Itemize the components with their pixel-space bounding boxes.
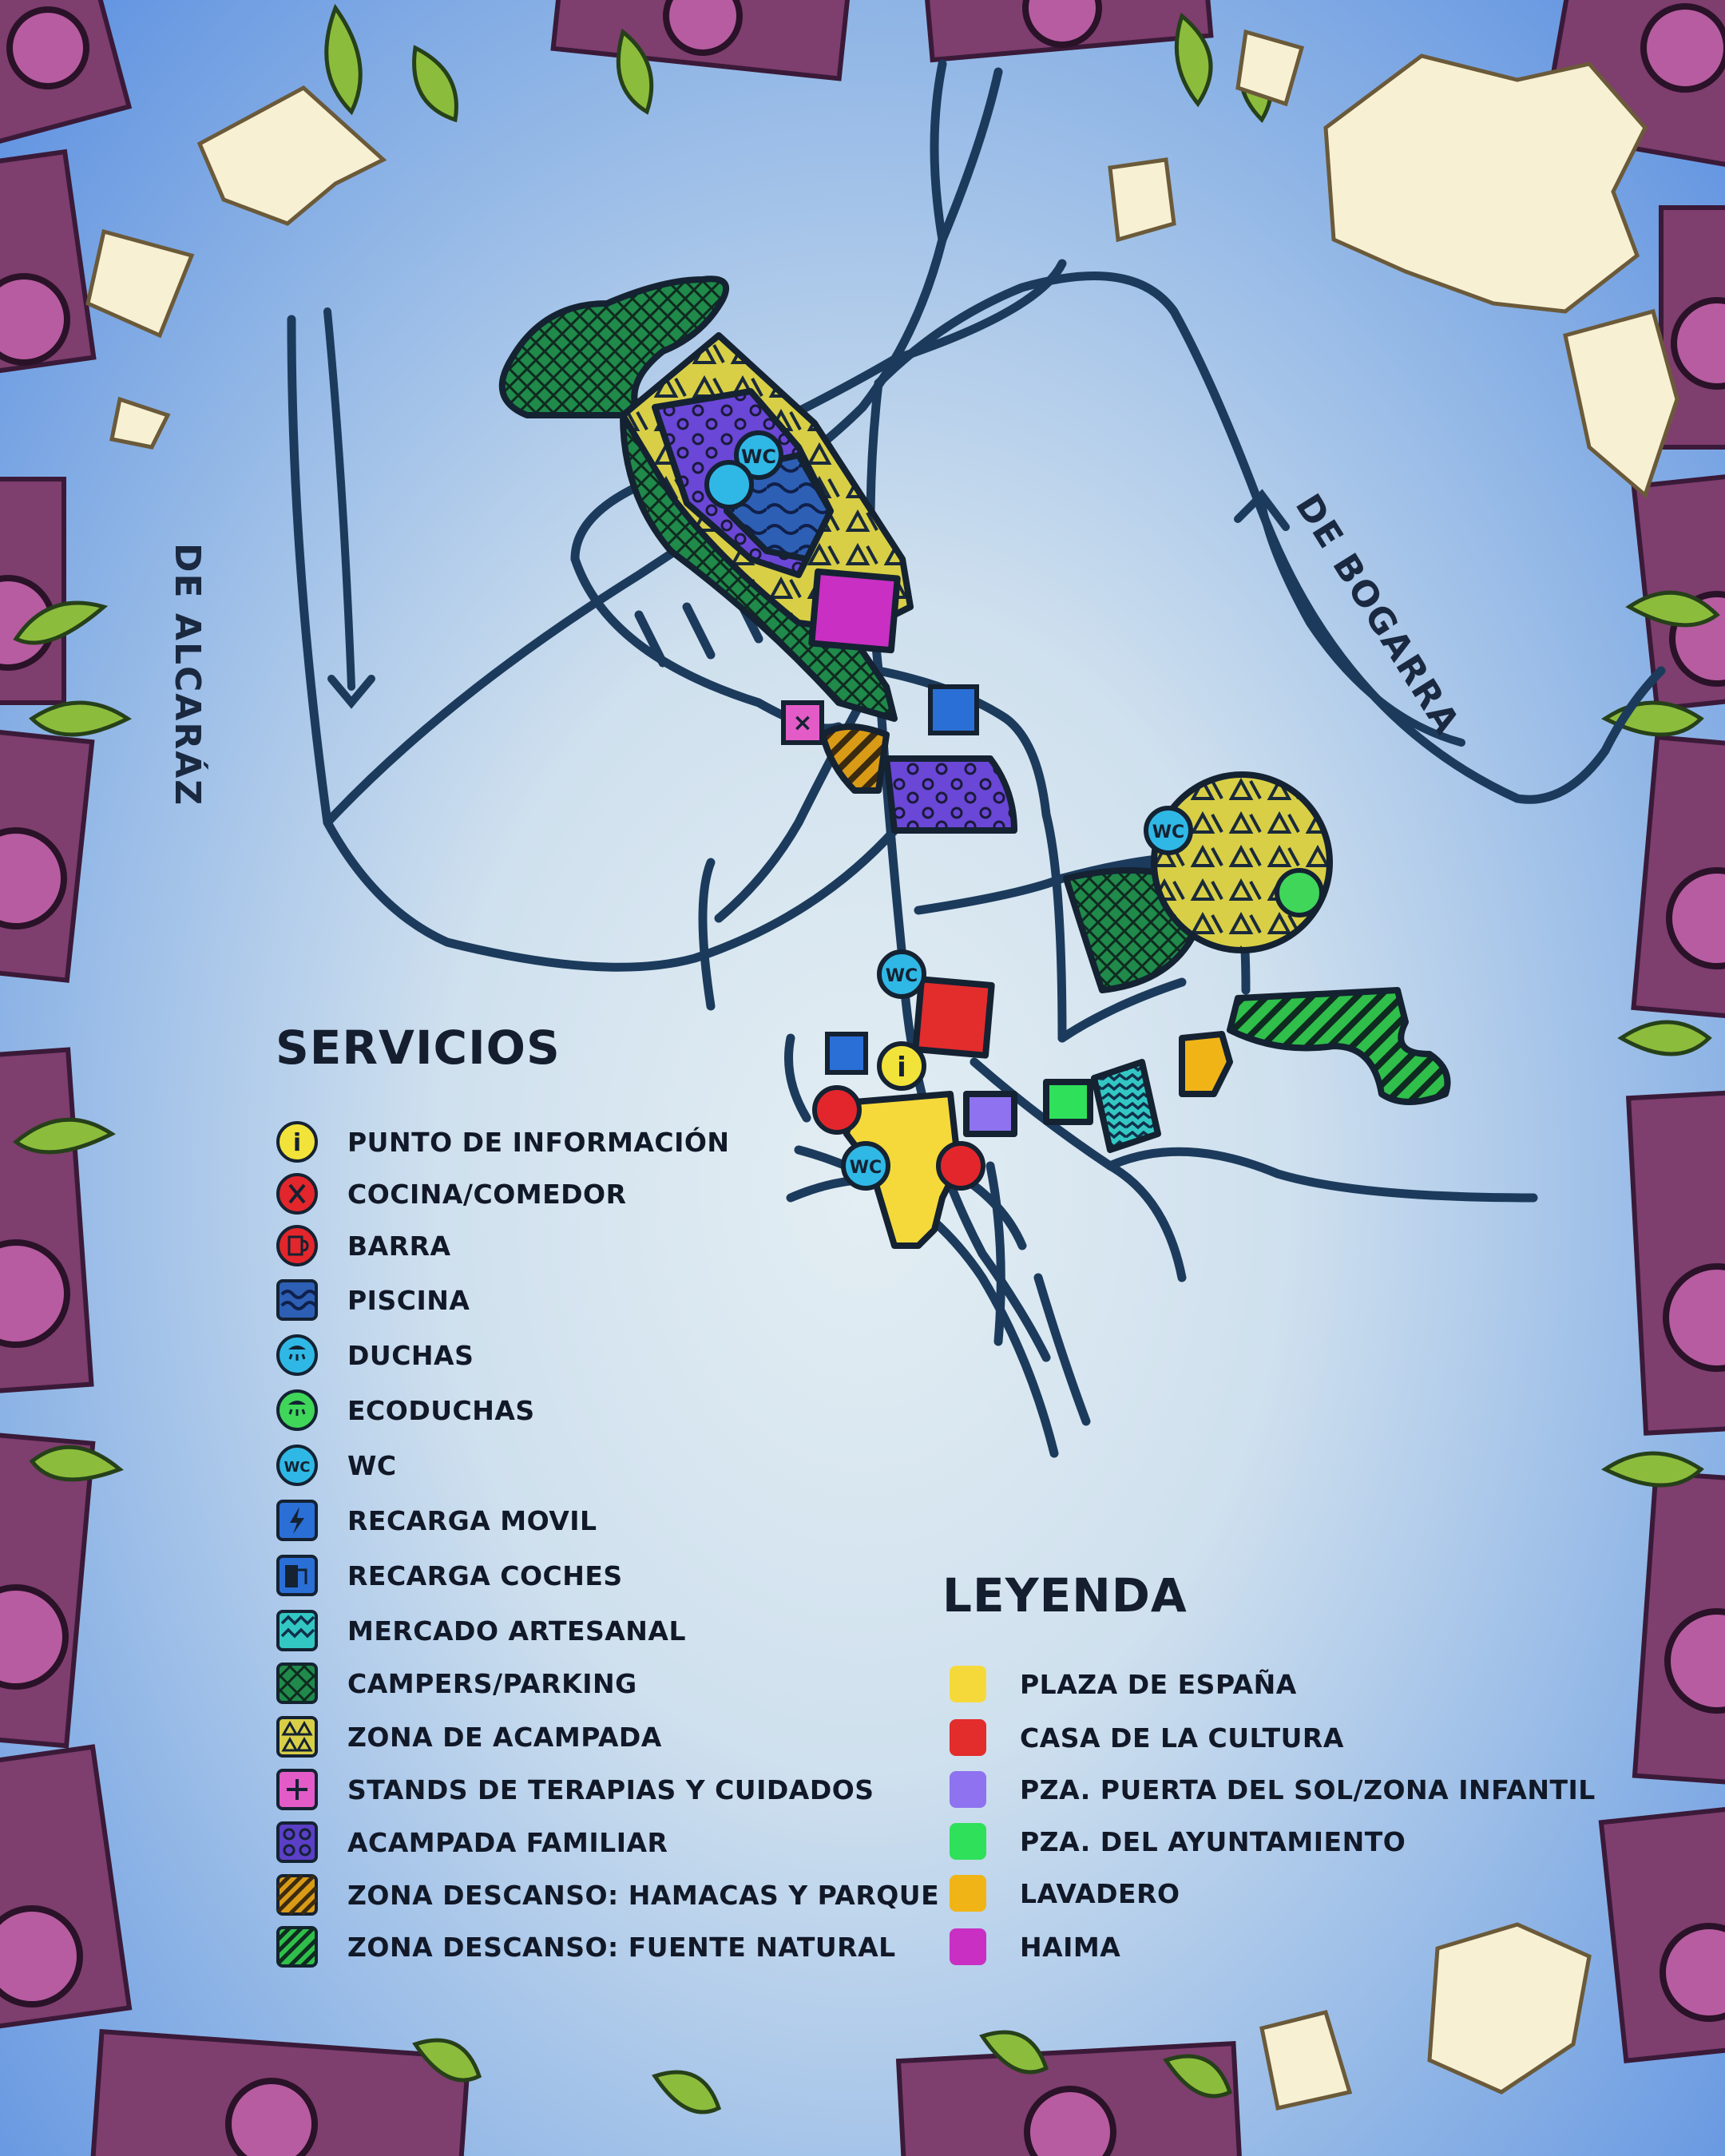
servicios-item: STANDS DE TERAPIAS Y CUIDADOS [276,1767,874,1812]
road-label-alcaraz: DE ALCARÁZ [167,543,208,807]
servicios-item-label: ACAMPADA FAMILIAR [347,1826,668,1858]
servicios-item: ZONA DESCANSO: HAMACAS Y PARQUE [276,1873,939,1917]
servicios-item-label: RECARGA COCHES [347,1560,623,1591]
waves-icon [276,1278,319,1322]
leyenda-item-label: PLAZA DE ESPAÑA [1020,1668,1297,1700]
color-swatch [946,1768,989,1811]
leyenda-item-label: PZA. PUERTA DEL SOL/ZONA INFANTIL [1020,1774,1596,1805]
color-swatch [946,1872,989,1915]
servicios-item-label: CAMPERS/PARKING [347,1667,637,1699]
servicios-item: COCINA/COMEDOR [276,1171,627,1216]
servicios-item-label: BARRA [347,1230,451,1262]
servicios-item: ZONA DESCANSO: FUENTE NATURAL [276,1924,896,1969]
beer-mug-icon [276,1224,319,1267]
svg-text:WC: WC [886,966,918,986]
svg-text:WC: WC [1152,822,1184,842]
leyenda-item: PZA. PUERTA DEL SOL/ZONA INFANTIL [946,1767,1596,1812]
svg-text:i: i [897,1052,906,1084]
triangle-pattern-icon [276,1715,319,1758]
leyenda-title: LEYENDA [942,1568,1188,1623]
servicios-item: MERCADO ARTESANAL [276,1608,686,1653]
leyenda-item: CASA DE LA CULTURA [946,1715,1344,1760]
color-swatch [946,1820,989,1863]
servicios-item-label: WC [347,1449,397,1481]
stripe-pattern-icon [276,1873,319,1916]
shower-icon [276,1334,319,1377]
servicios-item-label: PISCINA [347,1284,470,1316]
servicios-item-label: ZONA DE ACAMPADA [347,1721,662,1753]
wc-icon: WC [276,1444,319,1487]
color-swatch [946,1925,989,1968]
leyenda-item-label: PZA. DEL AYUNTAMIENTO [1020,1825,1406,1857]
servicios-item-label: ZONA DESCANSO: HAMACAS Y PARQUE [347,1879,940,1911]
servicios-item-label: COCINA/COMEDOR [347,1178,627,1210]
zone-acampada-familiar-center [883,755,1017,834]
zigzag-pattern-icon [276,1609,319,1652]
cutlery-icon [276,1172,319,1215]
info-icon: i [276,1120,319,1163]
servicios-item: ECODUCHAS [276,1388,535,1433]
zone-campers-north [498,275,730,418]
eco-shower-icon [276,1389,319,1432]
map-markers: WC × WC WC i WC [704,430,1324,1191]
paper-scraps [85,29,1679,2110]
zone-fuente-east [1227,987,1451,1105]
zones [498,275,1451,1249]
leyenda-item-label: CASA DE LA CULTURA [1020,1722,1344,1754]
servicios-item: i PUNTO DE INFORMACIÓN [276,1120,730,1164]
servicios-item: WC WC [276,1443,397,1488]
servicios-item: BARRA [276,1223,451,1268]
zone-haima [808,568,901,654]
servicios-item-label: STANDS DE TERAPIAS Y CUIDADOS [347,1774,874,1805]
svg-text:WC: WC [284,1459,310,1476]
road-arrows [323,307,1465,747]
servicios-item-label: RECARGA MOVIL [347,1504,597,1536]
color-swatch [946,1716,989,1759]
servicios-item-label: ECODUCHAS [347,1394,535,1426]
servicios-item-label: MERCADO ARTESANAL [347,1615,686,1647]
leyenda-item: LAVADERO [946,1871,1180,1916]
zone-acampada-east [1151,771,1333,953]
border-leaves [12,3,1720,2114]
servicios-item: ZONA DE ACAMPADA [276,1714,662,1759]
zone-puerta-sol [963,1091,1017,1137]
leyenda-item: PZA. DEL AYUNTAMIENTO [946,1819,1406,1864]
servicios-item: DUCHAS [276,1333,474,1377]
svg-text:×: × [792,709,812,737]
car-charge-icon [276,1554,319,1597]
circle-pattern-icon [276,1821,319,1864]
svg-text:WC: WC [741,446,776,468]
servicios-item-label: ZONA DESCANSO: FUENTE NATURAL [347,1931,896,1963]
lightning-icon [276,1499,319,1542]
stripe-pattern-green-icon [276,1925,319,1968]
leyenda-item: HAIMA [946,1924,1120,1969]
leyenda-item-label: HAIMA [1020,1931,1121,1963]
crosshatch-pattern-icon [276,1662,319,1705]
servicios-item: ACAMPADA FAMILIAR [276,1820,668,1865]
plus-icon [276,1768,319,1811]
servicios-item: RECARGA COCHES [276,1553,623,1598]
servicios-title: SERVICIOS [276,1021,561,1075]
svg-text:WC: WC [850,1158,882,1178]
leyenda-item: PLAZA DE ESPAÑA [946,1662,1297,1706]
zone-ayuntamiento [1043,1079,1093,1125]
zone-casa-cultura [912,976,995,1059]
zone-hamacas [819,723,890,794]
servicios-item-label: PUNTO DE INFORMACIÓN [347,1126,730,1158]
zone-lavadero [1179,1031,1233,1097]
color-swatch [946,1663,989,1706]
zone-mercado [1091,1059,1161,1153]
svg-text:i: i [293,1129,301,1157]
servicios-item-label: DUCHAS [347,1339,474,1371]
leyenda-item-label: LAVADERO [1020,1877,1180,1909]
servicios-item: RECARGA MOVIL [276,1498,597,1543]
servicios-item: PISCINA [276,1278,470,1322]
servicios-item: CAMPERS/PARKING [276,1661,637,1706]
